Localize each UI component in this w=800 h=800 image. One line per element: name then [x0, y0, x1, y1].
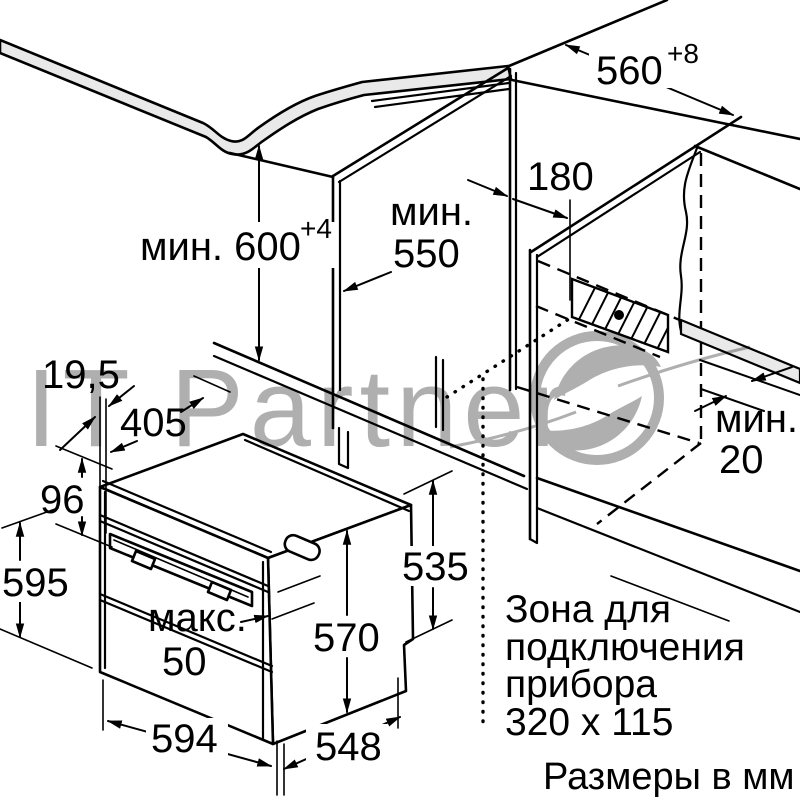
niche-top-front-edge — [228, 151, 335, 179]
label-bg-560 — [589, 44, 721, 88]
dim-min20-value: 20 — [719, 438, 764, 482]
door-depth-reference-ticks — [271, 575, 321, 620]
dim-560-tolerance: +8 — [667, 38, 699, 69]
right-cabinet — [528, 115, 800, 614]
watermark: IT Partner — [26, 331, 751, 470]
watermark-logo-circle — [530, 331, 664, 465]
dim-arrow-405-right — [180, 397, 205, 413]
right-cabinet-top-edge — [529, 115, 743, 254]
watermark-swash-tail-right — [617, 345, 751, 388]
wall-top-left-edge — [507, 0, 669, 68]
dim-max50-prefix: макс. — [148, 596, 247, 640]
label-bg-535 — [399, 546, 473, 586]
label-bg-600 — [136, 222, 338, 268]
watermark-logo-swash-lower — [535, 396, 642, 451]
oven — [98, 432, 415, 746]
break-wavy-line — [678, 146, 699, 333]
dim-548-label: 548 — [315, 725, 382, 769]
niche-floor-bottom-edge — [212, 354, 529, 491]
dim-405-label: 405 — [120, 401, 187, 445]
oven-top-rear-inner-line — [243, 438, 411, 513]
niche-cabinet — [212, 66, 529, 491]
dim-line-180-right — [512, 198, 569, 219]
dim-line-180-left — [467, 179, 509, 197]
dim-600-label: мин. 600 — [140, 225, 301, 269]
dim-arrow-20-lower — [694, 395, 728, 412]
dim-595-label: 595 — [2, 561, 69, 605]
rear-shelf-strip — [679, 318, 800, 385]
dim-arrow-195-right — [108, 385, 135, 407]
niche-plinth-foot — [337, 426, 350, 470]
units-note: Размеры в мм — [543, 756, 794, 798]
watermark-logo-swash-upper — [554, 345, 661, 400]
zone-note-line4: 320 x 115 — [505, 701, 673, 744]
dim-560-label: 560 — [596, 49, 663, 93]
dim-550-value: 550 — [393, 232, 460, 276]
control-panel-seam — [98, 513, 270, 594]
dim-min20-prefix: мин. — [715, 397, 798, 441]
side-vent-slot — [283, 533, 321, 562]
countertop-front-edge-line — [370, 81, 511, 103]
ext-lines-595 — [0, 507, 93, 669]
dim-594-label: 594 — [151, 717, 218, 761]
dim-arrow-195-left — [59, 416, 96, 451]
door-bottom-seam — [98, 592, 274, 674]
niche-panel-top-edge-inner — [337, 74, 513, 184]
zone-note-line1: Зона для — [505, 588, 671, 631]
zone-note-line3: прибора — [505, 663, 657, 706]
dim-195-label: 19,5 — [42, 353, 120, 397]
niche-panel-top-edge — [331, 66, 510, 178]
zone-leader-line — [610, 575, 730, 622]
zone-note-line2: подключения — [505, 626, 745, 669]
right-shelf-top-edge — [535, 476, 800, 573]
right-cabinet-top-edge-inner — [535, 150, 702, 259]
dim-570-label: 570 — [313, 616, 380, 660]
connection-zone-note: Зона для подключения прибора 320 x 115 — [505, 588, 745, 744]
dim-96-label: 96 — [40, 478, 85, 522]
niche-inner-corner-edge — [434, 355, 445, 432]
oven-top-front-inner-line — [101, 479, 273, 554]
connection-zone-hatching — [572, 279, 668, 352]
dimension-labels: 560 +8 мин. 600 +4 мин. 550 180 19,5 405… — [0, 38, 798, 769]
dim-max50-value: 50 — [162, 640, 207, 684]
label-bg-548 — [306, 724, 388, 766]
ext-line-405 — [193, 375, 231, 393]
dim-535-label: 535 — [402, 545, 469, 589]
right-shelf-bottom-edge — [535, 506, 800, 614]
handle-mount-right — [206, 580, 233, 602]
ext-lines-535 — [403, 470, 453, 643]
leader-550 — [342, 271, 392, 292]
label-bg-594 — [146, 718, 228, 760]
leader-max50 — [240, 614, 270, 624]
dim-180-label: 180 — [527, 155, 594, 199]
connection-zone — [570, 277, 670, 354]
watermark-text: IT Partner — [26, 347, 573, 470]
label-bg-595 — [0, 562, 70, 602]
ref-lines-20 — [699, 359, 800, 412]
connection-point-dot — [614, 310, 624, 320]
dim-arrow-405-left — [109, 440, 138, 453]
dim-arrow-20-upper — [750, 366, 793, 382]
watermark-swash-tail-left — [449, 410, 577, 449]
dim-600-tolerance: +4 — [300, 213, 332, 244]
right-wall-edge — [693, 144, 800, 191]
handle-mount-left — [130, 549, 157, 571]
hidden-floor-side-edge — [596, 442, 702, 525]
dim-550-prefix: мин. — [390, 190, 473, 234]
dimension-lines — [0, 44, 800, 796]
niche-floor-front-edge — [212, 341, 526, 478]
countertop-worktop — [0, 38, 513, 156]
